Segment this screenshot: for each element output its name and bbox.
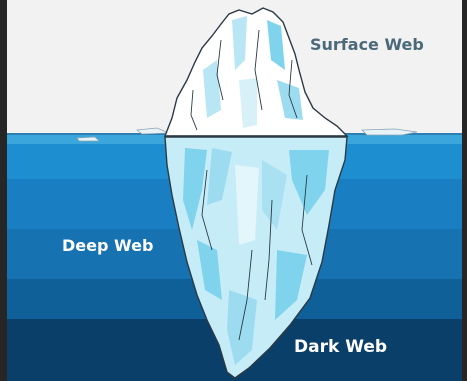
iceberg-diagram: Surface Web Deep Web Dark Web: [7, 0, 462, 381]
surface-web-label: Surface Web: [310, 35, 424, 54]
iceberg-scene: [7, 0, 462, 381]
deep-web-label: Deep Web: [62, 236, 153, 255]
ice-chunk: [77, 137, 99, 141]
dark-web-label: Dark Web: [294, 337, 387, 357]
